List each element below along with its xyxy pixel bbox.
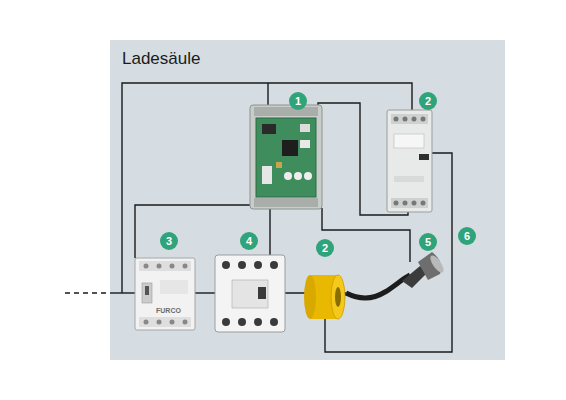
wire bbox=[195, 292, 216, 293]
callout-text: 2 bbox=[322, 243, 328, 254]
callout-text: 5 bbox=[425, 237, 431, 248]
controller-board bbox=[250, 105, 322, 209]
callout-number: 3 bbox=[160, 232, 178, 250]
callout-number: 6 bbox=[458, 227, 476, 245]
callout-number: 5 bbox=[419, 233, 437, 251]
current-sensor-coil bbox=[304, 275, 345, 319]
callout-text: 1 bbox=[295, 96, 301, 107]
wire bbox=[135, 205, 262, 258]
brand-label: FURCO bbox=[156, 307, 181, 314]
callout-number: 4 bbox=[240, 232, 258, 250]
title-text: Ladesäule bbox=[122, 49, 200, 69]
callout-text: 6 bbox=[464, 231, 470, 242]
contactor bbox=[215, 255, 285, 332]
wire bbox=[269, 208, 270, 256]
incoming-wire bbox=[65, 292, 110, 293]
wire bbox=[322, 208, 410, 262]
callout-text: 4 bbox=[246, 236, 252, 247]
wire bbox=[267, 83, 268, 107]
callout-number: 1 bbox=[289, 92, 307, 110]
charging-plug bbox=[346, 252, 446, 298]
din-module bbox=[387, 110, 432, 212]
callout-number: 2 bbox=[419, 92, 437, 110]
callout-text: 2 bbox=[425, 96, 431, 107]
callout-number: 2 bbox=[316, 239, 334, 257]
callout-text: 3 bbox=[166, 236, 172, 247]
residual-current-device bbox=[135, 258, 195, 330]
wire bbox=[110, 292, 136, 293]
